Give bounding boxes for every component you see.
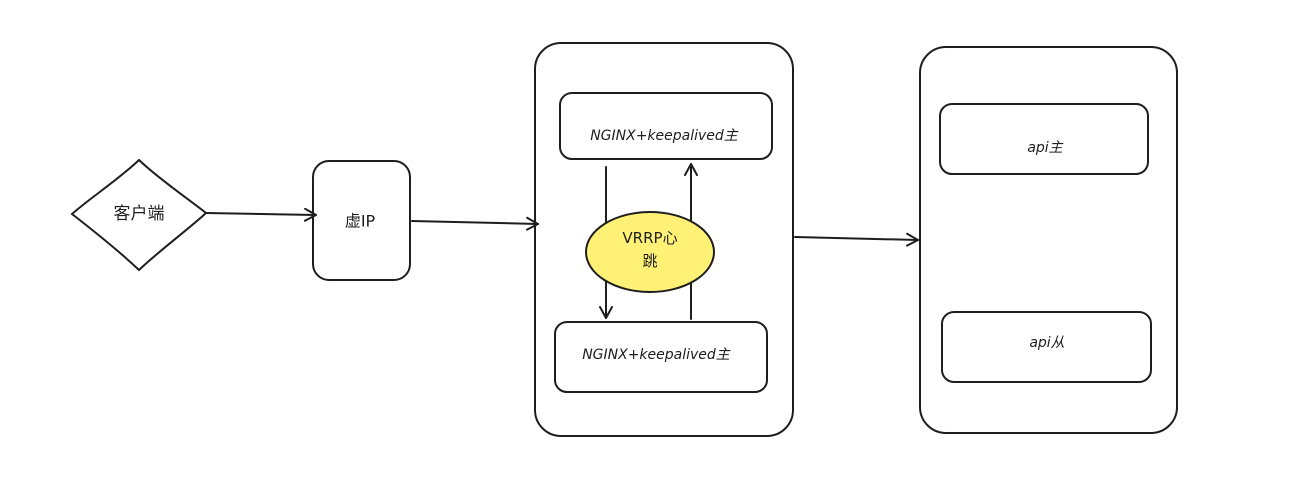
edge-client-to-vip <box>205 207 317 222</box>
api-slave-node: api从 <box>941 311 1152 383</box>
api-master-node: api主 <box>939 103 1149 175</box>
vip-label: 虚IP <box>345 212 376 231</box>
vip-node: 虚IP <box>312 160 411 281</box>
heartbeat-node: VRRP心 跳 <box>585 211 715 293</box>
heartbeat-label-line2: 跳 <box>642 252 657 270</box>
edge-vip-to-nginx-group <box>411 216 539 231</box>
heartbeat-label-line1: VRRP心 <box>622 229 677 247</box>
edge-nginx-group-to-api-group <box>794 232 919 247</box>
nginx-backup-label: NGINX+keepalived主 <box>582 347 731 363</box>
client-node: 客户端 <box>70 158 208 272</box>
nginx-backup-node: NGINX+keepalived主 <box>554 321 768 393</box>
client-label: 客户端 <box>114 204 165 224</box>
api-slave-label: api从 <box>1029 335 1064 351</box>
api-master-label: api主 <box>1027 140 1063 156</box>
nginx-master-label: NGINX+keepalived主 <box>590 128 739 144</box>
nginx-master-node: NGINX+keepalived主 <box>559 92 773 160</box>
